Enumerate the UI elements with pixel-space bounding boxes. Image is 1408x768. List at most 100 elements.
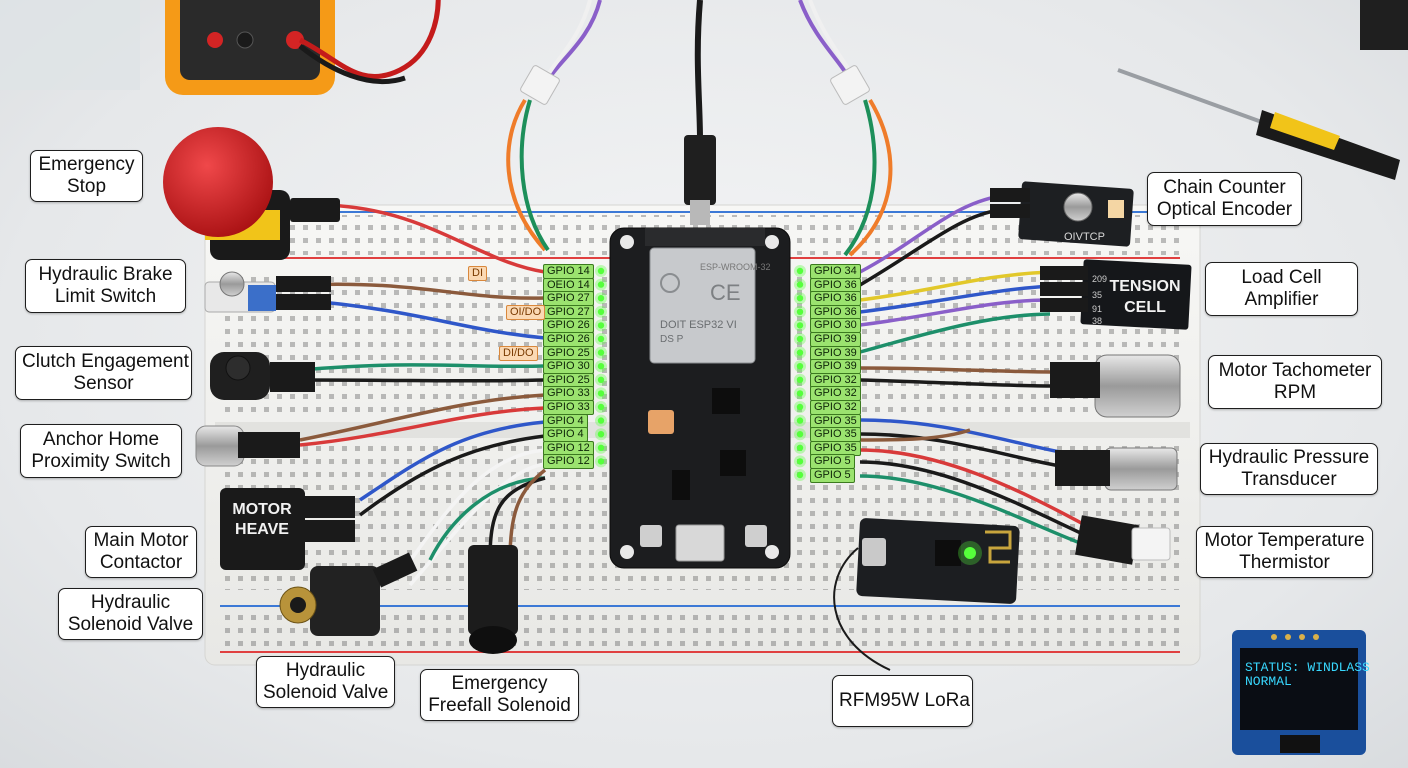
callout-hydraulic-valve-1: Hydraulic Solenoid Valve (58, 588, 203, 640)
right-pin-label: GPIO 39 (810, 332, 861, 347)
usb-cables (506, 0, 893, 257)
anchor-home-line2: Proximity Switch (31, 451, 171, 472)
right-pin-led (796, 403, 804, 411)
right-pin-led (796, 308, 804, 315)
left-pin-led (597, 322, 605, 329)
left-pin-label: GPIO 33 (543, 386, 594, 402)
right-pin-led (796, 267, 804, 275)
left-pin-label: GPIO 25 (543, 345, 594, 361)
right-pin-led (796, 281, 804, 288)
chain-counter-encoder: OIVTCP (990, 181, 1134, 247)
callout-motor-temp: Motor Temperature Thermistor (1196, 526, 1373, 578)
hydraulic-pressure-line2: Transducer (1241, 469, 1337, 490)
load-cell-line2: Amplifier (1244, 289, 1319, 310)
freefall-solenoid-line2: Freefall Solenoid (428, 695, 571, 716)
callout-clutch-sensor: Clutch Engagement Sensor (15, 346, 192, 400)
svg-text:CE: CE (710, 280, 741, 305)
right-pin-led (796, 458, 804, 465)
oled-display (1232, 630, 1366, 755)
left-pin-label: GPIO 27 (543, 291, 594, 307)
motor-tachometer-device (1050, 354, 1181, 418)
callout-emergency-stop: Emergency Stop (30, 150, 143, 202)
chain-counter-line1: Chain Counter (1163, 177, 1286, 198)
left-pin-led (597, 335, 605, 343)
freefall-solenoid-line1: Emergency (451, 673, 548, 694)
callout-anchor-home: Anchor Home Proximity Switch (20, 424, 182, 478)
lora-line1: RFM95W LoRa (839, 690, 970, 711)
esp-marking-2: DS P (660, 334, 684, 345)
right-pin-led (796, 363, 804, 370)
encoder-marking: OIVTCP (1064, 231, 1105, 243)
right-pin-label: GPIO 30 (810, 318, 861, 334)
callout-hydraulic-valve-2: Hydraulic Solenoid Valve (256, 656, 395, 708)
right-pin-label: GPIO 35 (810, 427, 861, 443)
main-motor-line2: Contactor (99, 552, 183, 573)
hydraulic-solenoid-device (279, 552, 418, 636)
tension-pin-3: 91 (1092, 304, 1102, 314)
left-pin-label: GPIO 14 (543, 264, 594, 279)
callout-hydraulic-pressure: Hydraulic Pressure Transducer (1200, 443, 1378, 495)
left-pin-label: GPIO 33 (543, 400, 594, 415)
screwdriver (1117, 0, 1408, 180)
left-pin-label: GPIO 4 (543, 413, 588, 429)
clutch-sensor-line1: Clutch Engagement (22, 351, 189, 372)
left-pin-led (597, 349, 605, 356)
right-pin-label: GPIO 39 (810, 359, 861, 375)
lora-module (833, 518, 1020, 671)
motor-tach-line1: Motor Tachometer (1218, 360, 1372, 381)
hydraulic-valve-2-line1: Hydraulic (285, 660, 366, 681)
left-pin-led (597, 431, 605, 438)
left-pin-led (597, 417, 605, 424)
left-pin-label: GPIO 26 (543, 318, 594, 334)
left-pin-led (597, 308, 605, 315)
callout-lora: RFM95W LoRa (832, 675, 973, 727)
left-pin-label: GPIO 25 (543, 372, 594, 388)
emergency-stop-line2: Stop (66, 176, 107, 197)
left-pin-led (597, 267, 605, 275)
hydraulic-brake-device (204, 271, 331, 313)
load-cell-line1: Load Cell (1241, 267, 1322, 288)
main-motor-line1: Main Motor (93, 530, 189, 551)
motor-heave-label: MOTOR HEAVE (222, 500, 302, 540)
left-pin-led (597, 281, 605, 288)
esp-marking-1: DOIT ESP32 VI (660, 319, 737, 331)
callout-main-motor: Main Motor Contactor (85, 526, 197, 578)
right-pin-led (796, 444, 804, 451)
callout-hydraulic-brake: Hydraulic Brake Limit Switch (25, 259, 186, 313)
right-pin-label: GPIO 5 (810, 454, 855, 470)
svg-text:ESP-WROOM-32: ESP-WROOM-32 (700, 262, 771, 272)
left-pin-label: GPIO 4 (543, 427, 588, 443)
right-pin-led (796, 335, 804, 343)
motor-heave-line1: MOTOR (232, 501, 292, 518)
left-pin-label: GPIO 12 (543, 440, 594, 456)
motor-temp-line2: Thermistor (1239, 552, 1330, 573)
right-pin-led (796, 349, 804, 356)
oled-status-line1: STATUS: WINDLASS (1245, 660, 1370, 675)
pin-mode-tag-di: DI (468, 266, 487, 281)
right-pin-led (796, 295, 804, 302)
pin-mode-tag-dido: DI/DO (499, 346, 538, 361)
left-pin-led (597, 363, 605, 370)
left-pin-led (597, 444, 605, 451)
pressure-transducer-device (1055, 447, 1178, 491)
motor-heave-contactor (220, 488, 355, 570)
right-wires (859, 194, 1086, 547)
hydraulic-valve-2-line2: Solenoid Valve (263, 682, 389, 703)
right-pin-led (796, 431, 804, 438)
left-pin-led (597, 458, 605, 465)
callout-chain-counter: Chain Counter Optical Encoder (1147, 172, 1302, 226)
tension-pin-1: 209 (1092, 274, 1107, 284)
anchor-proximity-device (195, 425, 300, 467)
callout-motor-tach: Motor Tachometer RPM (1208, 355, 1382, 409)
pin-mode-tag-oido: OI/DO (506, 305, 546, 320)
status-leds (595, 265, 806, 481)
right-pin-led (796, 471, 804, 479)
callout-load-cell: Load Cell Amplifier (1205, 262, 1358, 316)
left-pin-led (597, 390, 605, 397)
right-pin-led (796, 417, 804, 424)
left-pin-label: GPIO 27 (543, 304, 594, 320)
right-pin-label: GPIO 32 (810, 400, 861, 415)
multimeter (0, 0, 441, 95)
tension-pin-4: 38 (1092, 316, 1102, 326)
motor-temp-line1: Motor Temperature (1204, 530, 1365, 551)
